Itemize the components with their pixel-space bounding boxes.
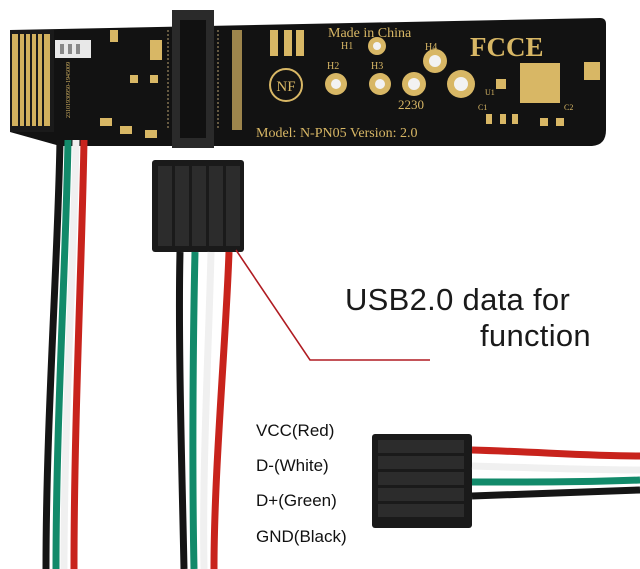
mounting-holes bbox=[325, 37, 475, 98]
m2-adapter-board: NF Made in China H1 H4 H2 H3 2230 U1 C1 … bbox=[10, 10, 606, 148]
caption-line-1: USB2.0 data for bbox=[345, 282, 571, 317]
made-in-label: Made in China bbox=[328, 26, 412, 41]
c1-label: C1 bbox=[478, 103, 487, 112]
size-label: 2230 bbox=[398, 97, 424, 112]
cable-bundle-right bbox=[471, 446, 640, 500]
cable-bundle-middle bbox=[175, 251, 233, 569]
m2-slot bbox=[167, 10, 242, 148]
dupont-connector-horizontal bbox=[372, 434, 472, 528]
edge-connector bbox=[10, 30, 54, 132]
svg-text:NF: NF bbox=[276, 79, 295, 95]
solder-pads bbox=[100, 30, 304, 138]
pin-label-d-minus: D-(White) bbox=[256, 456, 329, 475]
nf-logo: NF bbox=[269, 68, 303, 102]
fc-ce-logo: FCCE bbox=[470, 32, 544, 62]
h2-label: H2 bbox=[327, 61, 339, 72]
u1-label: U1 bbox=[485, 88, 495, 97]
cable-bundle-left bbox=[42, 139, 88, 569]
annotation-pointer bbox=[235, 249, 430, 361]
h1-label: H1 bbox=[341, 41, 353, 52]
h4-label: H4 bbox=[425, 42, 437, 53]
dupont-connector-vertical bbox=[152, 160, 244, 252]
caption-line-2: function bbox=[480, 318, 591, 353]
pin-label-vcc: VCC(Red) bbox=[256, 421, 335, 440]
pin-label-d-plus: D+(Green) bbox=[256, 491, 337, 510]
pin-label-gnd: GND(Black) bbox=[256, 527, 347, 546]
c2-label: C2 bbox=[564, 103, 573, 112]
right-pads bbox=[486, 62, 600, 126]
svg-text:FCCE: FCCE bbox=[470, 32, 544, 62]
side-code: 23101930950-1945009 bbox=[66, 62, 72, 118]
h3-label: H3 bbox=[371, 61, 383, 72]
model-label: Model: N-PN05 Version: 2.0 bbox=[256, 126, 418, 141]
